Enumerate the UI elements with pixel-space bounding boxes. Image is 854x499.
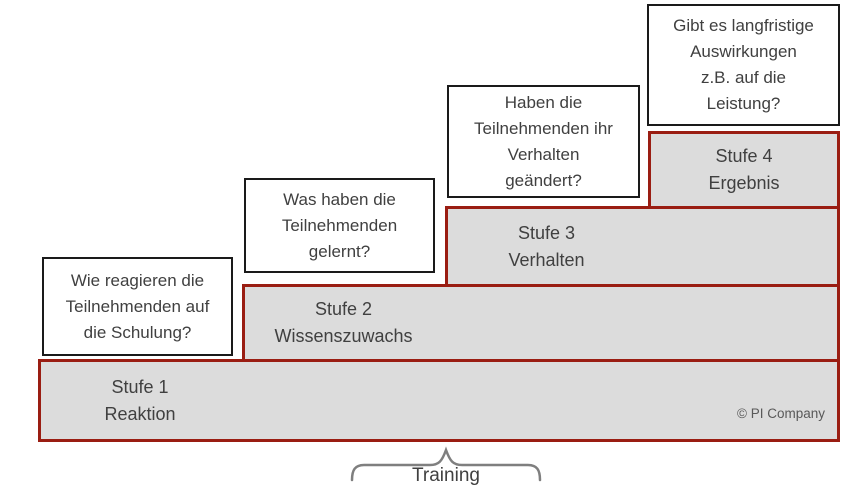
step-sublabel: Verhalten [508,249,585,270]
step-sublabel: Ergebnis [708,173,780,193]
step-name: Stufe 4 [715,146,773,166]
step-label-stufe-1: Stufe 1 Reaktion [38,359,242,442]
step-bar-stufe-4 [648,131,840,209]
question-box-stufe-4: Gibt es langfristige Auswirkungen z.B. a… [647,4,840,126]
copyright-text: © PI Company [737,406,825,421]
step-label-stufe-2: Stufe 2 Wissenszuwachs [242,284,445,362]
training-brace-icon [350,446,542,482]
step-name: Stufe 1 [111,376,169,397]
question-box-stufe-2: Was haben die Teilnehmenden gelernt? [244,178,435,273]
step-name: Stufe 3 [517,222,576,243]
question-box-stufe-3: Haben die Teilnehmenden ihr Verhalten ge… [447,85,640,198]
step-bar-stufe-2 [242,284,840,362]
question-box-stufe-1: Wie reagieren die Teilnehmenden auf die … [42,257,233,356]
training-brace-label: Training [412,465,480,486]
step-bar-stufe-3 [445,206,840,287]
step-sublabel: Wissenszuwachs [274,326,413,346]
step-sublabel: Reaktion [104,403,176,424]
step-label-stufe-4: Stufe 4 Ergebnis [648,131,840,209]
step-label-stufe-3: Stufe 3 Verhalten [445,206,648,287]
step-name: Stufe 2 [314,299,373,319]
